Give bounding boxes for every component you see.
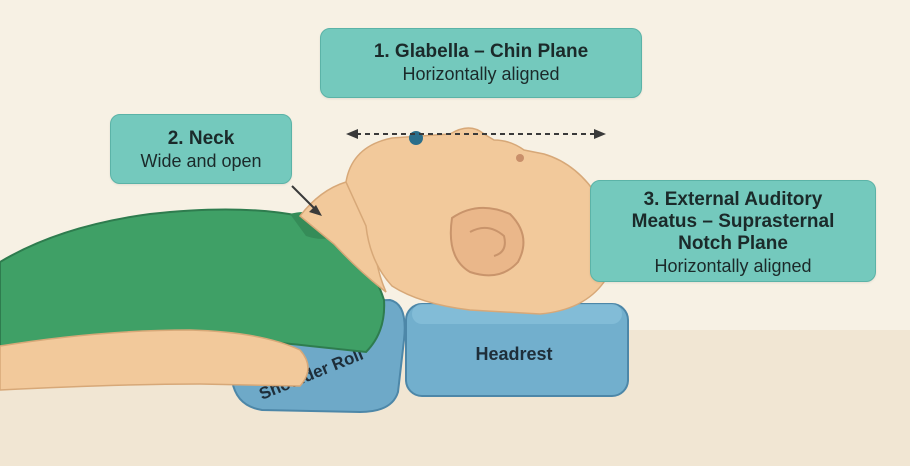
- callout-subtitle: Horizontally aligned: [591, 255, 875, 277]
- head: [346, 128, 610, 314]
- arm: [0, 330, 308, 390]
- ear-icon: [451, 208, 524, 275]
- callout-title: 3. External Auditory Meatus – Suprastern…: [591, 189, 875, 255]
- callout-neck: 2. Neck Wide and open: [110, 114, 292, 184]
- headrest-label: Headrest: [475, 344, 552, 364]
- callout-glabella-chin-plane: 1. Glabella – Chin Plane Horizontally al…: [320, 28, 642, 98]
- callout-subtitle: Wide and open: [111, 150, 291, 172]
- headrest: Headrest: [406, 304, 628, 396]
- callout-title: 1. Glabella – Chin Plane: [321, 41, 641, 63]
- callout-subtitle: Horizontally aligned: [321, 63, 641, 85]
- callout-auditory-meatus-plane: 3. External Auditory Meatus – Suprastern…: [590, 180, 876, 282]
- nostril: [516, 154, 524, 162]
- callout-title: 2. Neck: [111, 128, 291, 150]
